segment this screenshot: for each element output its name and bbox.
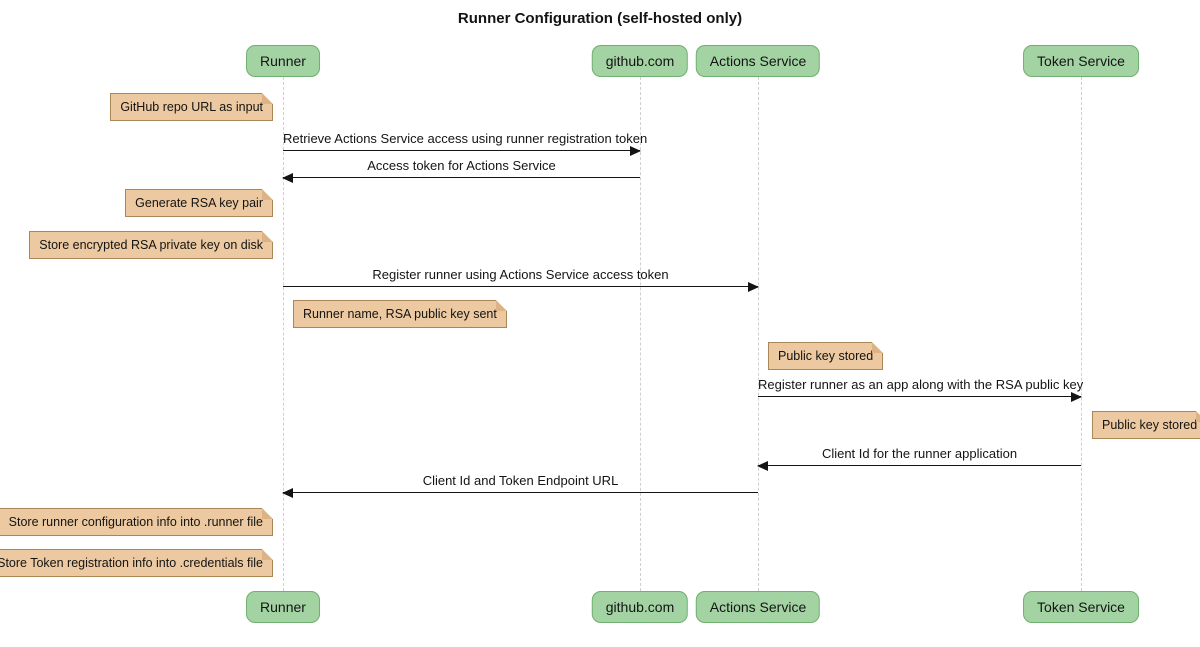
message-line: [283, 492, 758, 493]
note-1: Generate RSA key pair: [125, 189, 273, 217]
message-label: Retrieve Actions Service access using ru…: [283, 131, 648, 146]
message-line: [283, 150, 640, 151]
lifeline-github: [640, 77, 641, 591]
message-3: Register runner as an app along with the…: [758, 377, 1084, 403]
note-3: Runner name, RSA public key sent: [293, 300, 507, 328]
actor-box-actions-top: Actions Service: [695, 45, 821, 77]
actor-box-github-top: github.com: [591, 45, 689, 77]
message-1: Access token for Actions Service: [282, 158, 640, 184]
message-line: [283, 177, 640, 178]
arrowhead-icon: [282, 173, 293, 183]
actor-box-runner-bottom: Runner: [246, 591, 320, 623]
diagram-title: Runner Configuration (self-hosted only): [457, 10, 743, 27]
message-line: [283, 286, 758, 287]
lifeline-actions: [758, 77, 759, 591]
actor-box-actions-bottom: Actions Service: [695, 591, 821, 623]
actor-box-token-bottom: Token Service: [1023, 591, 1139, 623]
message-label: Client Id and Token Endpoint URL: [422, 473, 619, 488]
arrowhead-icon: [1071, 392, 1082, 402]
arrowhead-icon: [748, 282, 759, 292]
message-label: Client Id for the runner application: [821, 446, 1018, 461]
actor-box-github-bottom: github.com: [591, 591, 689, 623]
note-5: Public key stored: [1092, 411, 1200, 439]
note-6: Store runner configuration info into .ru…: [0, 508, 274, 536]
note-7: Store Token registration info into .cred…: [0, 549, 273, 577]
note-0: GitHub repo URL as input: [110, 93, 273, 121]
arrowhead-icon: [630, 146, 641, 156]
lifeline-token: [1081, 77, 1082, 591]
message-line: [758, 396, 1081, 397]
note-2: Store encrypted RSA private key on disk: [29, 231, 273, 259]
lifeline-runner: [283, 77, 284, 591]
actor-box-token-top: Token Service: [1023, 45, 1139, 77]
message-line: [758, 465, 1081, 466]
actor-box-runner-top: Runner: [246, 45, 320, 77]
note-4: Public key stored: [768, 342, 884, 370]
arrowhead-icon: [282, 488, 293, 498]
message-4: Client Id for the runner application: [757, 446, 1081, 472]
message-2: Register runner using Actions Service ac…: [283, 267, 759, 293]
arrowhead-icon: [757, 461, 768, 471]
message-label: Register runner using Actions Service ac…: [372, 267, 669, 282]
message-label: Access token for Actions Service: [367, 158, 556, 173]
message-label: Register runner as an app along with the…: [758, 377, 1084, 392]
message-5: Client Id and Token Endpoint URL: [282, 473, 758, 499]
message-0: Retrieve Actions Service access using ru…: [283, 131, 648, 157]
